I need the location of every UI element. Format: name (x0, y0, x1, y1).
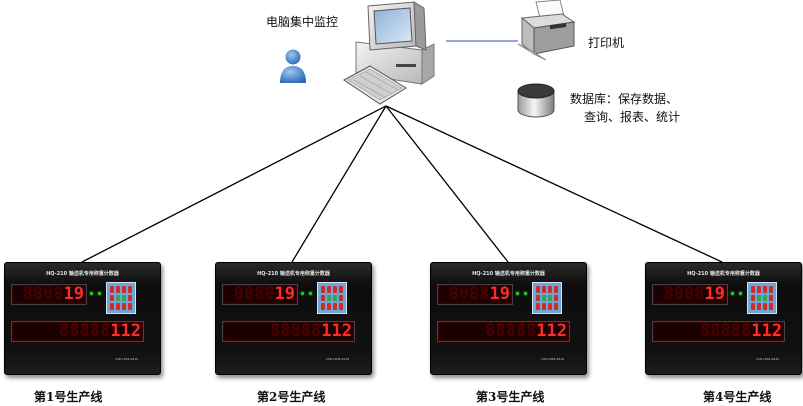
keypad (532, 282, 562, 314)
database-label-line1: 数据库：保存数据、 (570, 92, 679, 106)
phone-number: 136-7934-9210 (541, 357, 565, 361)
keypad (106, 282, 136, 314)
count-display: 888819 (652, 284, 728, 305)
database-icon (517, 83, 555, 118)
production-line-label-1: 第1号生产线 (34, 390, 103, 404)
controller-panel-3: HQ-210 输送机专用称重计数器 888819 88888112 136-79… (430, 262, 587, 375)
controller-panel-4: HQ-210 输送机专用称重计数器 888819 88888112 136-79… (645, 262, 802, 375)
printer-label: 打印机 (588, 36, 625, 50)
phone-number: 136-7934-9210 (756, 357, 780, 361)
connection-line-3 (385, 105, 509, 263)
status-leds (729, 290, 745, 304)
controller-title: HQ-210 输送机专用称重计数器 (687, 271, 760, 277)
controller-panel-1: HQ-210 输送机专用称重计数器 888819 88888112 136-79… (4, 262, 161, 375)
count-display: 888819 (222, 284, 298, 305)
user-icon (280, 49, 306, 83)
database-label: 数据库：保存数据、 查询、报表、统计 (570, 90, 680, 126)
status-leds (299, 290, 315, 304)
controller-title: HQ-210 输送机专用称重计数器 (257, 271, 330, 277)
status-leds (88, 290, 104, 304)
keypad (317, 282, 347, 314)
total-display: 88888112 (437, 321, 570, 342)
status-leds (514, 290, 530, 304)
controller-title: HQ-210 输送机专用称重计数器 (46, 271, 119, 277)
computer-label: 电脑集中监控 (266, 15, 339, 29)
connection-line-2 (291, 105, 387, 263)
phone-number: 136-7934-9210 (115, 357, 139, 361)
production-line-label-2: 第2号生产线 (257, 390, 326, 404)
connection-line-4 (385, 105, 723, 263)
keypad (747, 282, 777, 314)
controller-title: HQ-210 输送机专用称重计数器 (472, 271, 545, 277)
database-label-line2: 查询、报表、统计 (584, 110, 681, 124)
total-display: 88888112 (11, 321, 144, 342)
production-line-label-3: 第3号生产线 (476, 390, 545, 404)
count-display: 888819 (437, 284, 513, 305)
printer-icon (517, 0, 576, 61)
phone-number: 136-7934-9210 (326, 357, 350, 361)
controller-panel-2: HQ-210 输送机专用称重计数器 888819 88888112 136-79… (215, 262, 372, 375)
connection-line-1 (81, 105, 387, 263)
count-display: 888819 (11, 284, 87, 305)
production-line-label-4: 第4号生产线 (703, 390, 772, 404)
total-display: 88888112 (222, 321, 355, 342)
computer-icon (343, 1, 435, 105)
total-display: 88888112 (652, 321, 785, 342)
